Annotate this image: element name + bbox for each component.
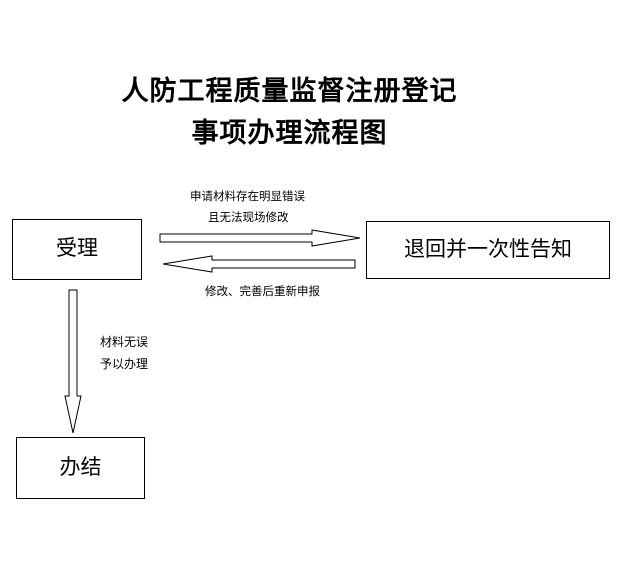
node-accept-label: 受理 (56, 235, 98, 260)
node-return-notify-label: 退回并一次性告知 (404, 237, 572, 261)
edge-label-to-complete: 材料无误 予以办理 (100, 331, 148, 375)
node-complete: 办结 (16, 437, 145, 499)
arrow-resubmit-to-accept (162, 255, 356, 273)
arrow-accept-to-complete (64, 289, 82, 434)
node-accept: 受理 (12, 219, 142, 280)
edge-label-to-complete-line-1: 材料无误 (100, 335, 149, 349)
diagram-title-line-2: 事项办理流程图 (191, 118, 388, 149)
edge-label-resubmit: 修改、完善后重新申报 (205, 284, 320, 298)
node-return-notify: 退回并一次性告知 (366, 221, 610, 279)
edge-label-to-return-line-1: 申请材料存在明显错误 (190, 189, 305, 203)
edge-label-to-return-line-2: 且无法现场修改 (208, 210, 289, 224)
edge-label-to-return: 申请材料存在明显错误 且无法现场修改 (190, 186, 305, 228)
arrow-accept-to-return (159, 229, 361, 247)
edge-label-to-complete-line-2: 予以办理 (100, 357, 149, 371)
node-complete-label: 办结 (59, 455, 102, 479)
diagram-title-line-1: 人防工程质量监督注册登记 (121, 76, 458, 107)
